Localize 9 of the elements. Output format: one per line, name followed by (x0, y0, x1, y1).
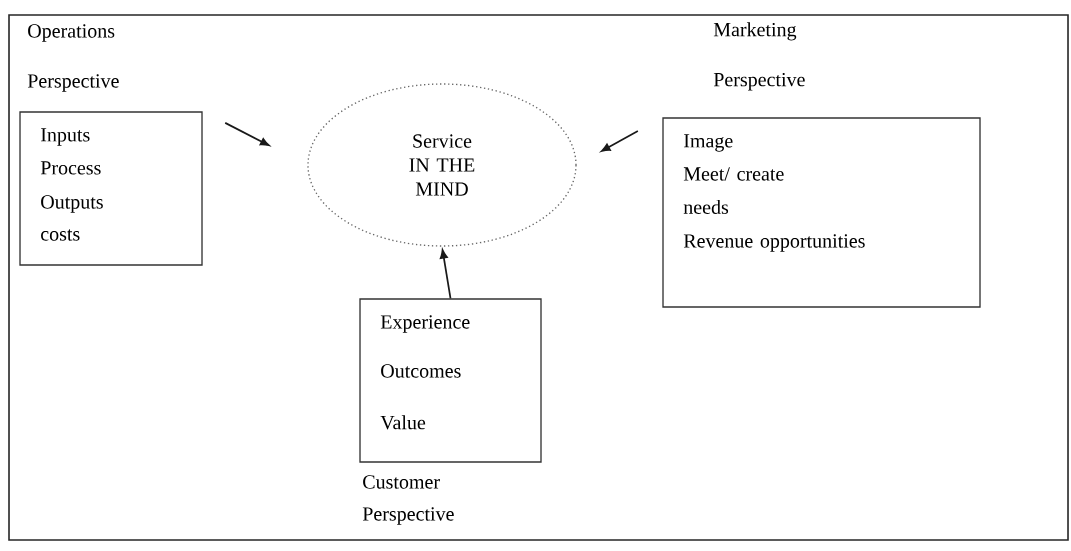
node-label: Operations Perspective (27, 24, 119, 92)
process-box: Experience Outcomes Value Customer Perspective (359, 298, 542, 525)
arrow (600, 130, 639, 152)
node-label: Marketing Perspective (713, 22, 805, 91)
node-label: Customer Perspective (362, 475, 454, 525)
arrow (439, 249, 452, 300)
arrow (224, 122, 270, 147)
process-box: Operations Perspective Inputs Process Outputs costs (19, 24, 203, 266)
process-box: Marketing Perspective Image Meet/ create needs Revenue opportunities (662, 22, 981, 308)
